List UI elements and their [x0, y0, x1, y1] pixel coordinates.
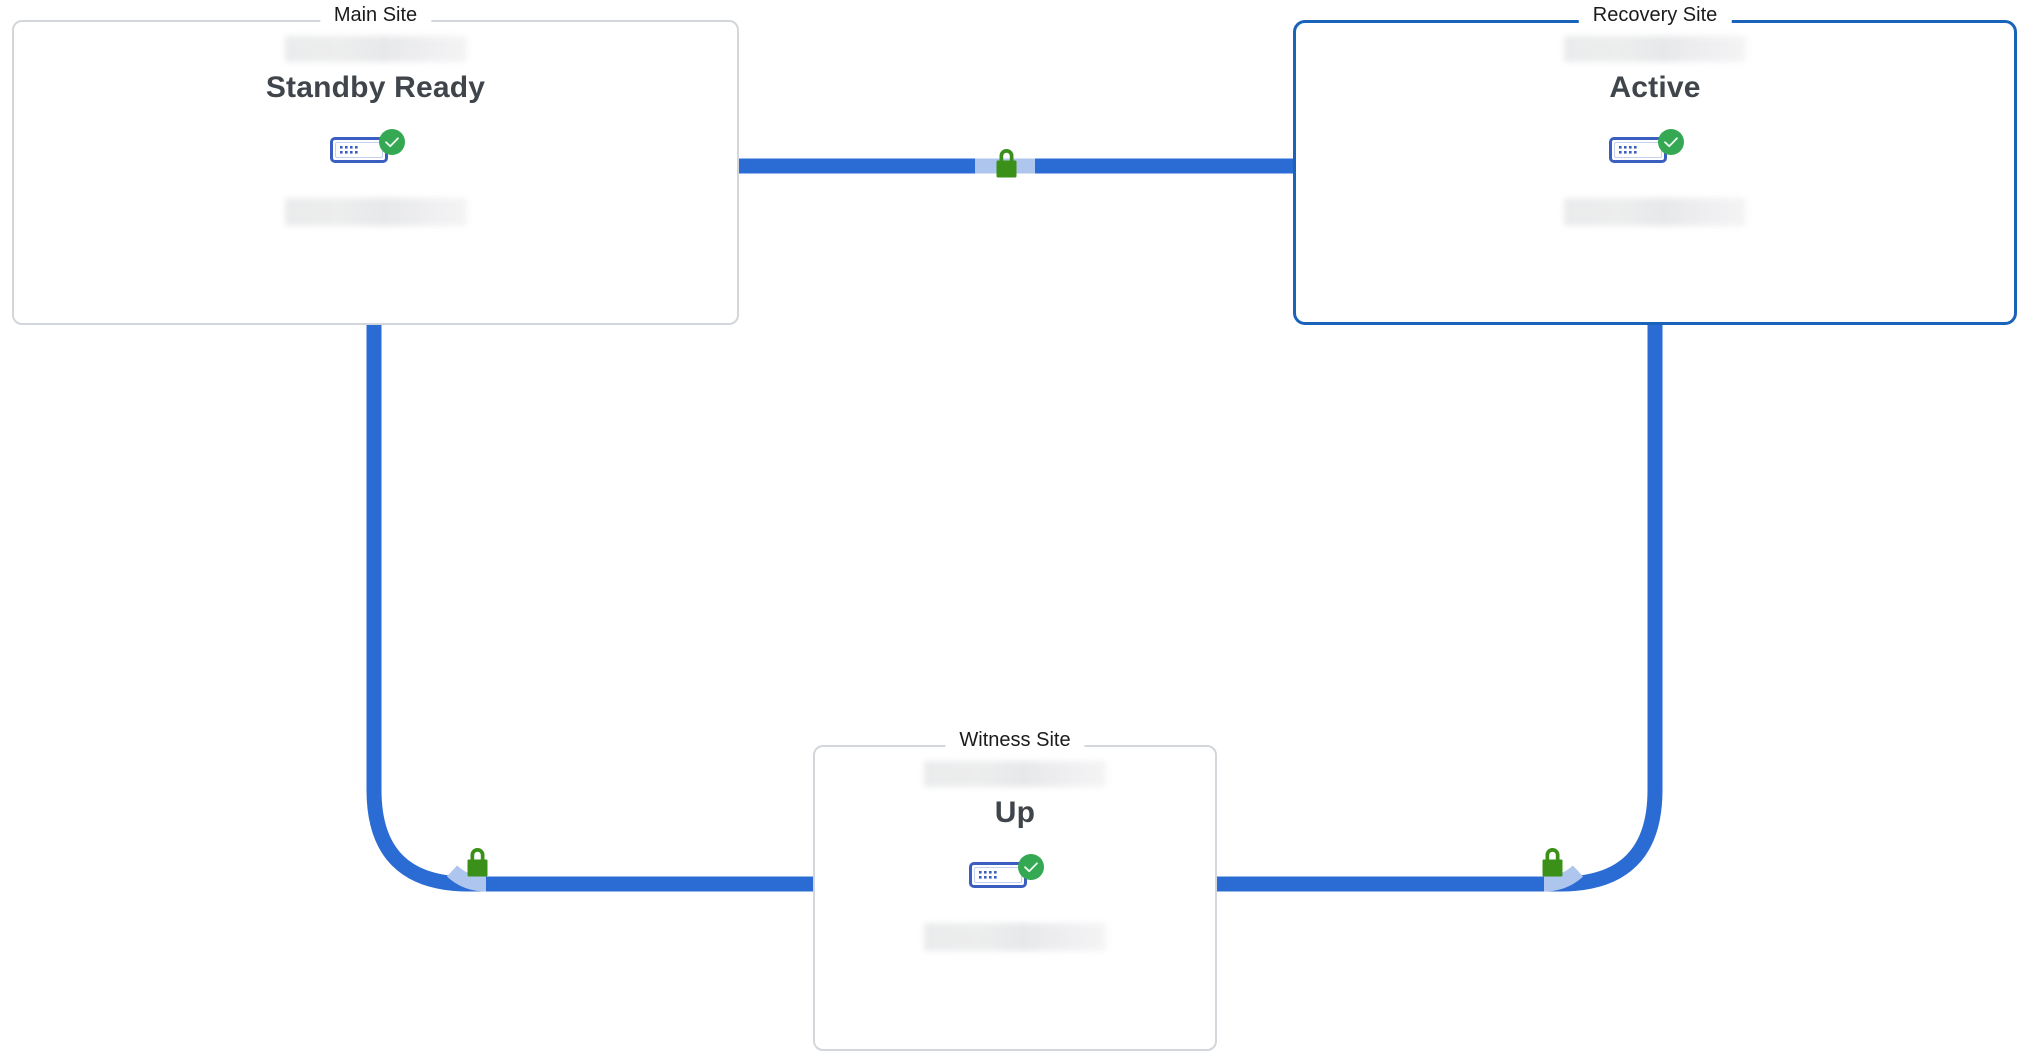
site-panel-witness-title: Witness Site [945, 727, 1085, 753]
site-panel-main-body: Standby Ready [12, 20, 739, 226]
site-panel-main-title: Main Site [319, 2, 432, 28]
site-name-redacted [1564, 36, 1746, 62]
site-detail-redacted [1564, 198, 1746, 226]
lock-icon[interactable] [996, 149, 1017, 178]
site-name-redacted [924, 761, 1106, 787]
site-name-redacted [284, 36, 467, 62]
site-detail-redacted [284, 198, 467, 226]
site-panel-recovery-body: Active [1293, 20, 2017, 226]
site-status-text: Standby Ready [265, 71, 486, 104]
site-panel-witness-frame [813, 745, 1217, 1051]
site-detail-redacted [924, 923, 1106, 951]
site-panel-witness-body: Up [813, 745, 1217, 951]
check-circle-icon[interactable] [1657, 128, 1685, 156]
check-circle-icon[interactable] [1017, 853, 1045, 881]
site-panel-main[interactable]: Main Site Standby Ready [12, 2, 739, 325]
site-panel-recovery[interactable]: Recovery Site Active [1293, 2, 2017, 325]
link-recovery-to-witness[interactable] [1212, 325, 1663, 892]
link-main-to-witness[interactable] [366, 325, 818, 892]
site-device-group[interactable] [329, 128, 422, 172]
site-status-text: Active [1609, 71, 1701, 104]
lock-icon[interactable] [467, 848, 488, 877]
link-recovery-to-witness-lock-gap [1543, 865, 1584, 892]
site-status-text: Up [994, 796, 1036, 829]
check-circle-icon[interactable] [378, 128, 406, 156]
site-panel-recovery-title: Recovery Site [1578, 2, 1732, 28]
link-main-to-witness-lock-gap [446, 865, 487, 892]
lock-icon[interactable] [1542, 848, 1563, 877]
site-device-group[interactable] [969, 853, 1061, 897]
site-device-group[interactable] [1609, 128, 1701, 172]
site-panel-witness[interactable]: Witness Site Up [813, 727, 1217, 1051]
site-panel-recovery-frame [1293, 20, 2017, 325]
network-switch-icon[interactable] [969, 862, 1027, 888]
